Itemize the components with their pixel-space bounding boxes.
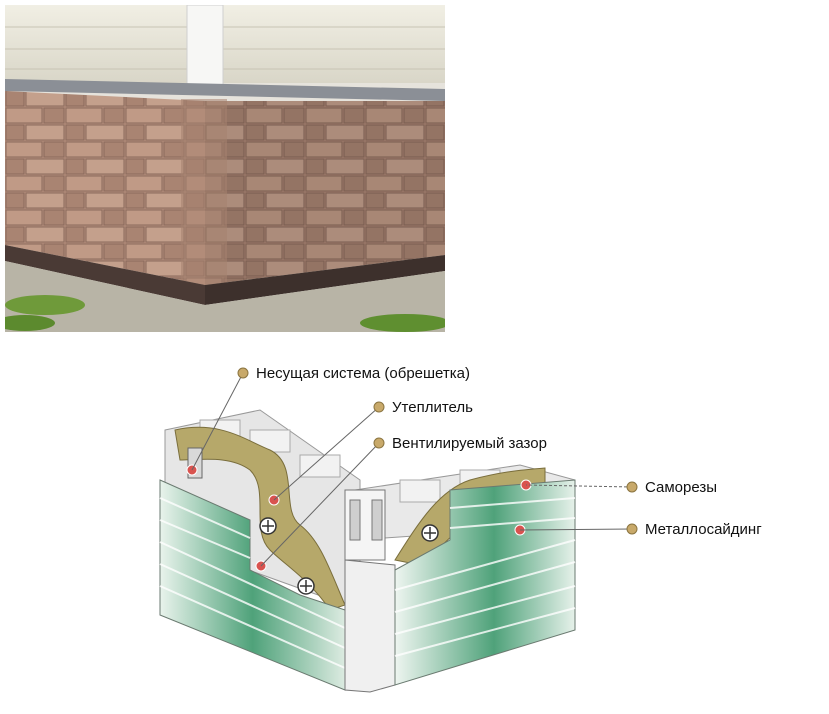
lathing-frame bbox=[187, 447, 386, 561]
label-screws: Саморезы bbox=[645, 479, 717, 496]
siding-left-face bbox=[159, 479, 346, 691]
label-metal-siding: Металлосайдинг bbox=[645, 521, 762, 538]
label-insulation: Утеплитель bbox=[392, 399, 473, 416]
corner-trim bbox=[344, 559, 396, 693]
label-load-system: Несущая система (обрешетка) bbox=[256, 365, 470, 382]
leader-lines bbox=[191, 372, 633, 567]
siding-right-face bbox=[394, 479, 576, 686]
fastener-icons bbox=[259, 517, 439, 595]
siding-construction-diagram: Несущая система (обрешетка) Утеплитель В… bbox=[159, 365, 762, 693]
plinth-photo bbox=[5, 5, 445, 332]
label-markers bbox=[237, 367, 638, 535]
label-vent-gap: Вентилируемый зазор bbox=[392, 435, 547, 452]
